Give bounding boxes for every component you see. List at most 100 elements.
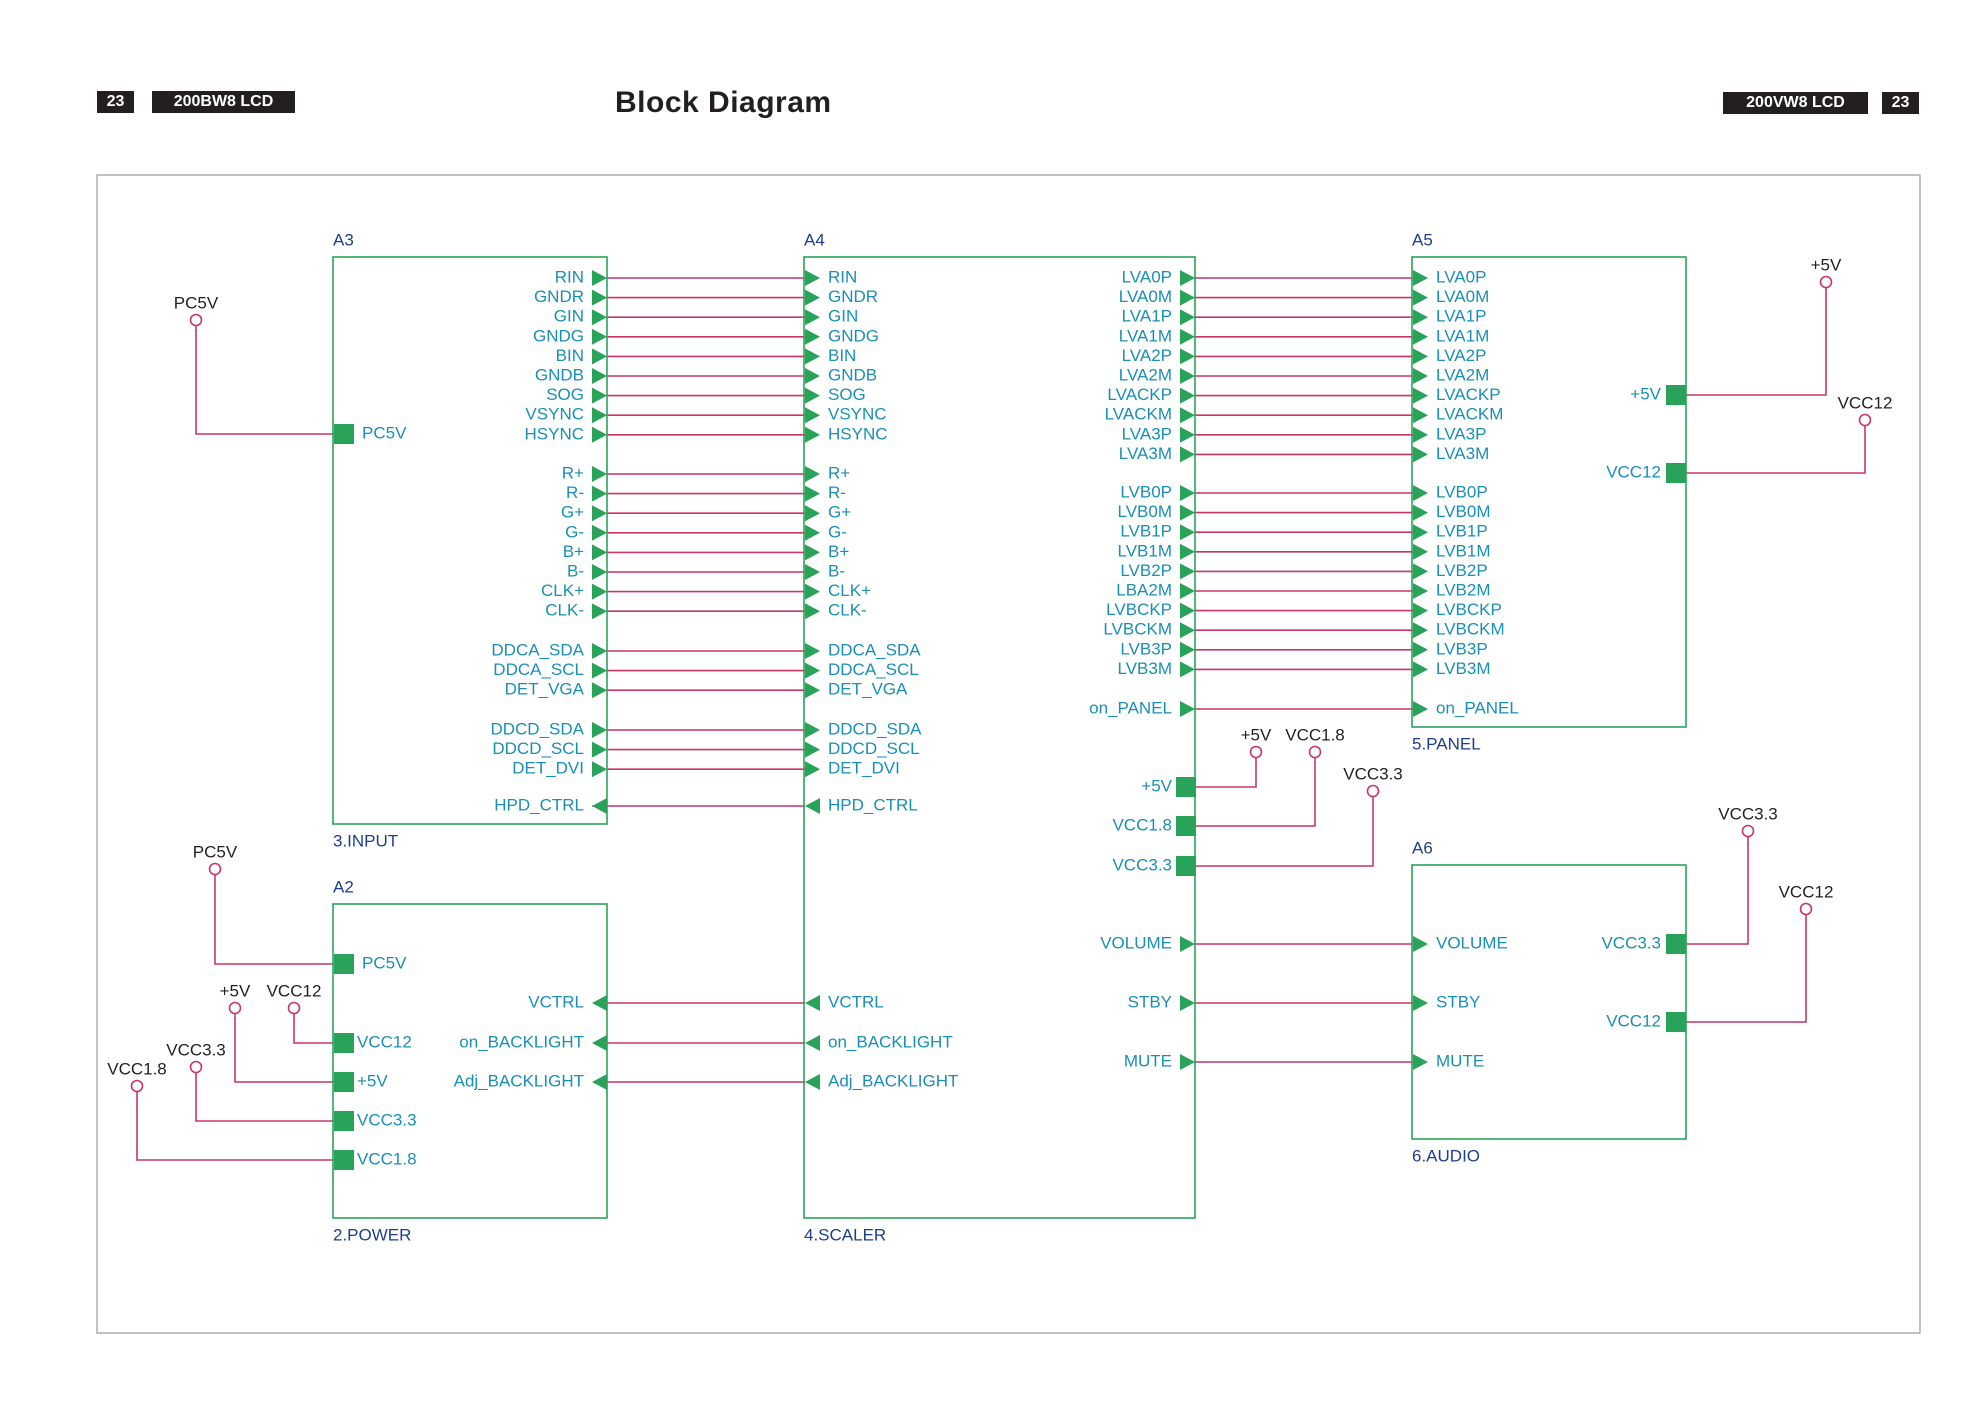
scaler-pin-det-dvi <box>805 761 820 778</box>
panel-lvds-lvb1m: LVB1M <box>1436 541 1491 560</box>
power-pin-vcc3-3 <box>334 1111 354 1131</box>
panel-power-pin-vcc12: VCC12 <box>1606 462 1661 481</box>
input-pin-pc5v <box>334 424 354 444</box>
panel-pin-lvb0m <box>1413 504 1428 521</box>
scaler-rail-5v-terminal <box>1249 745 1263 759</box>
scaler-audio-pin-volume <box>1180 936 1195 952</box>
wire-panel-5v <box>1686 288 1827 396</box>
input-pin-g <box>592 524 607 541</box>
input-signal-det-vga: DET_VGA <box>505 680 585 699</box>
panel-lvds-lvackm: LVACKM <box>1436 405 1503 424</box>
input-signal-ddcd-sda: DDCD_SDA <box>490 719 584 738</box>
scaler-out-pin-lva2m <box>1180 368 1195 384</box>
scaler-pin-gin <box>805 309 820 326</box>
labels-layer: A33.INPUTA44.SCALERA55.PANELA22.POWERA66… <box>107 230 1892 1244</box>
audio-rail-vcc3-3-terminal <box>1741 824 1755 838</box>
audio-block <box>1411 864 1687 1140</box>
scaler-out-pin-lvb1p <box>1180 524 1195 541</box>
model-label-right: 200VW8 LCD <box>1723 92 1868 114</box>
input-signal-hpd-ctrl: HPD_CTRL <box>494 795 584 814</box>
power-block <box>332 903 608 1219</box>
scaler-ctrl-vctrl: VCTRL <box>828 992 884 1011</box>
power-block-pin-5v: +5V <box>357 1071 388 1090</box>
scaler-signal-gndr: GNDR <box>828 287 878 306</box>
input-signal-ddca-sda: DDCA_SDA <box>491 640 584 659</box>
scaler-lvds-lvackm: LVACKM <box>1105 405 1172 424</box>
power-pin-pc5v <box>334 954 354 974</box>
scaler-ref: A4 <box>804 230 825 249</box>
scaler-signal-b: B- <box>828 561 845 580</box>
scaler-pin-adj-backlight <box>805 1074 820 1090</box>
scaler-block <box>803 256 1196 1219</box>
power-name: 2.POWER <box>333 1225 411 1244</box>
input-signal-ddcd-scl: DDCD_SCL <box>492 739 584 758</box>
power-block-pin-vcc1-8: VCC1.8 <box>357 1149 417 1168</box>
input-block <box>332 256 608 825</box>
input-pin-ddcd-scl <box>592 741 607 758</box>
power-rail-vcc3-3-label: VCC3.3 <box>166 1040 226 1059</box>
panel-pin-lva1p <box>1413 309 1428 326</box>
scaler-lvds-lvbckm: LVBCKM <box>1103 620 1172 639</box>
page-title: Block Diagram <box>615 86 832 119</box>
scaler-lvds-on-panel: on_PANEL <box>1089 698 1172 717</box>
panel-lvds-lvbckm: LVBCKM <box>1436 620 1505 639</box>
audio-rail-vcc3-3-label: VCC3.3 <box>1718 804 1778 823</box>
input-signal-clk: CLK+ <box>541 581 584 600</box>
input-pin-vsync <box>592 407 607 424</box>
panel-lvds-lva0m: LVA0M <box>1436 287 1489 306</box>
scaler-lvds-lva0p: LVA0P <box>1122 267 1172 286</box>
scaler-out-pin-lvbckm <box>1180 622 1195 639</box>
panel-block <box>1411 256 1687 728</box>
scaler-pin-hpd-ctrl <box>805 798 820 814</box>
power-rail-vcc12-terminal <box>287 1001 301 1015</box>
panel-pin-on-panel <box>1413 701 1428 717</box>
scaler-signal-vsync: VSYNC <box>828 405 887 424</box>
scaler-audio-pin-stby <box>1180 995 1195 1011</box>
input-pin-ddcd-sda <box>592 722 607 738</box>
scaler-lvds-lvackp: LVACKP <box>1107 385 1172 404</box>
input-pin-det-dvi <box>592 761 607 778</box>
panel-pin-lva3m <box>1413 446 1428 463</box>
power-pin-on-backlight <box>592 1035 607 1051</box>
input-signal-rin: RIN <box>555 267 584 286</box>
input-signal-ddca-scl: DDCA_SCL <box>493 660 584 679</box>
power-rail-5v-label: +5V <box>220 981 251 1000</box>
scaler-lvds-lva2m: LVA2M <box>1119 365 1172 384</box>
panel-rail-vcc12-terminal <box>1858 413 1872 427</box>
panel-rail-5v-terminal <box>1819 275 1833 289</box>
scaler-out-pin-lva3m <box>1180 446 1195 463</box>
scaler-signal-clk: CLK+ <box>828 581 871 600</box>
input-signal-g: G- <box>565 522 584 541</box>
power-ref: A2 <box>333 877 354 896</box>
panel-power-pin-5v: +5V <box>1630 384 1661 403</box>
scaler-signal-ddcd-scl: DDCD_SCL <box>828 739 920 758</box>
scaler-pin-ddcd-scl <box>805 741 820 758</box>
input-ref: A3 <box>333 230 354 249</box>
scaler-out-pin-lvackp <box>1180 387 1195 404</box>
scaler-lvds-lva3p: LVA3P <box>1122 424 1172 443</box>
audio-pin-mute <box>1413 1054 1428 1070</box>
scaler-signal-clk: CLK- <box>828 601 867 620</box>
scaler-pin-g <box>805 524 820 541</box>
scaler-power-pin-5v: +5V <box>1141 776 1172 795</box>
power-rail-vcc12-label: VCC12 <box>267 981 322 1000</box>
scaler-out-pin-lvb0m <box>1180 504 1195 521</box>
input-pin-b <box>592 564 607 580</box>
panel-name: 5.PANEL <box>1412 734 1481 753</box>
panel-rail-5v-label: +5V <box>1811 255 1842 274</box>
power-rail-vcc1-8-label: VCC1.8 <box>107 1059 167 1078</box>
scaler-out-pin-lvb1m <box>1180 543 1195 560</box>
scaler-lvds-lva0m: LVA0M <box>1119 287 1172 306</box>
wire-power-5v <box>234 1014 334 1083</box>
panel-pin-lva2p <box>1413 348 1428 365</box>
scaler-lvds-lva3m: LVA3M <box>1119 444 1172 463</box>
power-rail-5v-terminal <box>228 1001 242 1015</box>
input-signal-r: R+ <box>562 463 584 482</box>
panel-lvds-lvbckp: LVBCKP <box>1436 600 1502 619</box>
panel-pin-lva0m <box>1413 289 1428 306</box>
audio-name: 6.AUDIO <box>1412 1146 1480 1165</box>
scaler-rail-5v-label: +5V <box>1241 725 1272 744</box>
scaler-pin-vctrl <box>805 995 820 1011</box>
scaler-signal-g: G- <box>828 522 847 541</box>
